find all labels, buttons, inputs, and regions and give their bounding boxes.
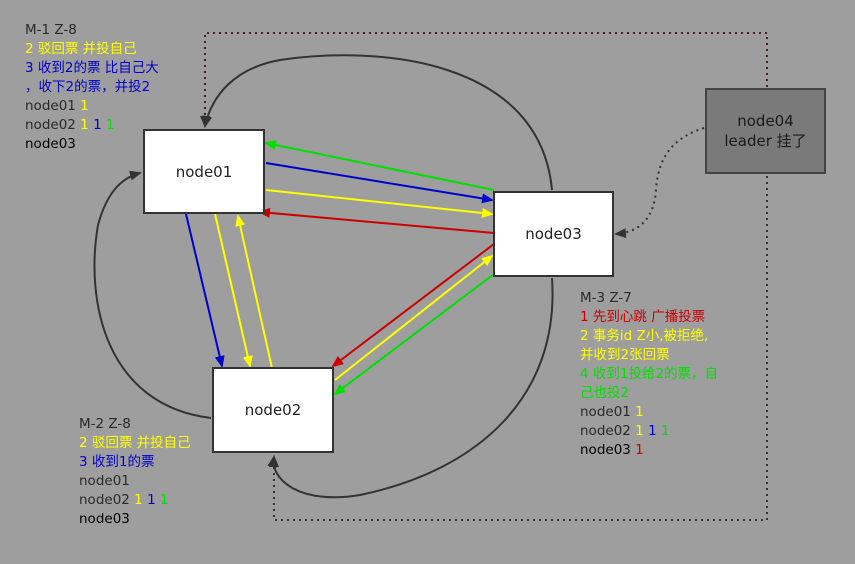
arrow-blue-node01-to-node02 [185, 213, 225, 368]
node03-to-node01-curve [202, 54, 553, 191]
node02-note-step3: 3 收到1的票 [79, 454, 155, 470]
node03-note-step4b: 己也投2 [580, 385, 630, 401]
arrow-yellow-node01-to-node03 [265, 189, 494, 218]
node04-to-node03-dotted-curve [614, 127, 705, 239]
tally-vote: 1 [105, 117, 115, 133]
node02-note-tally-node03: node03 [79, 511, 130, 527]
node03-note-tally-node02: node02 1 1 1 [580, 422, 718, 441]
arrow-green-node03-to-node02 [333, 273, 495, 396]
tally-vote: 1 [80, 98, 89, 114]
node02-note-header: M-2 Z-8 [79, 416, 131, 432]
arrow-yellow-node01-to-node02 [214, 213, 253, 368]
node03-note-step2b: 并收到2张回票 [580, 347, 670, 363]
node01-box: node01 [143, 129, 265, 214]
node03-annotation: M-3 Z-7 1 先到心跳 广播投票 2 事务id Z小,被拒绝, 并收到2张… [580, 289, 718, 460]
node01-note-step3a: 3 收到2的票 比自己大 [25, 60, 159, 76]
tally-vote: 1 [159, 492, 169, 508]
tally-vote: 1 [80, 117, 89, 133]
node04-status: leader 挂了 [724, 132, 807, 150]
tally-label: node01 [25, 98, 76, 114]
node02-label: node02 [244, 401, 302, 419]
node03-label: node03 [525, 225, 582, 243]
tally-vote: 1 [660, 423, 670, 439]
tally-vote: 1 [648, 423, 657, 439]
node01-note-step2: 2 驳回票 并投自己 [25, 41, 137, 57]
tally-label: node02 [79, 492, 130, 508]
node03-to-node02-curve [267, 277, 554, 499]
node04-box: node04 leader 挂了 [705, 88, 826, 174]
node03-note-step1: 1 先到心跳 广播投票 [580, 309, 706, 325]
node01-note-tally-node02: node02 1 1 1 [25, 116, 159, 135]
node02-note-tally-node02: node02 1 1 1 [79, 491, 191, 510]
node02-box: node02 [212, 367, 334, 453]
tally-vote: 1 [147, 492, 156, 508]
node04-label: node04 [737, 112, 794, 130]
arrow-yellow-node02-to-node03 [334, 254, 494, 381]
node02-to-node01-curve [93, 170, 212, 419]
tally-label: node02 [25, 117, 76, 133]
tally-label: node01 [580, 404, 631, 420]
node01-annotation: M-1 Z-8 2 驳回票 并投自己 3 收到2的票 比自己大 ，收下2的票，并… [25, 21, 159, 154]
node03-note-tally-node01: node01 1 [580, 403, 718, 422]
node03-box: node03 [493, 191, 614, 277]
node03-note-step2a: 2 事务id Z小,被拒绝, [580, 328, 709, 344]
node01-note-step3b: ，收下2的票，并投2 [25, 79, 151, 95]
arrow-yellow-node02-to-node01 [235, 214, 273, 369]
tally-vote: 1 [635, 404, 644, 420]
node01-note-tally-node03: node03 [25, 136, 76, 152]
node01-note-tally-node01: node01 1 [25, 97, 159, 116]
node01-note-header: M-1 Z-8 [25, 22, 77, 38]
tally-label: node02 [580, 423, 631, 439]
arrow-blue-node01-to-node03 [265, 162, 494, 204]
tally-vote: 1 [635, 423, 644, 439]
tally-vote: 1 [134, 492, 143, 508]
tally-vote: 1 [93, 117, 102, 133]
node04-to-node01-dotted-path [200, 32, 768, 141]
arrow-red-node03-to-node02 [331, 243, 495, 368]
node02-note-tally-node01: node01 [79, 473, 130, 489]
node02-note-step2: 2 驳回票 并投自己 [79, 435, 191, 451]
tally-label: node03 [580, 442, 631, 458]
node02-annotation: M-2 Z-8 2 驳回票 并投自己 3 收到1的票 node01 node02… [79, 415, 191, 529]
node03-note-step4a: 4 收到1投给2的票，自 [580, 366, 719, 382]
tally-vote: 1 [635, 442, 644, 458]
node03-note-tally-node03: node03 1 [580, 441, 718, 460]
node01-label: node01 [175, 162, 233, 181]
node03-note-header: M-3 Z-7 [580, 290, 632, 306]
arrow-green-node03-to-node01 [264, 140, 495, 191]
arrow-red-node03-to-node01 [258, 207, 495, 234]
